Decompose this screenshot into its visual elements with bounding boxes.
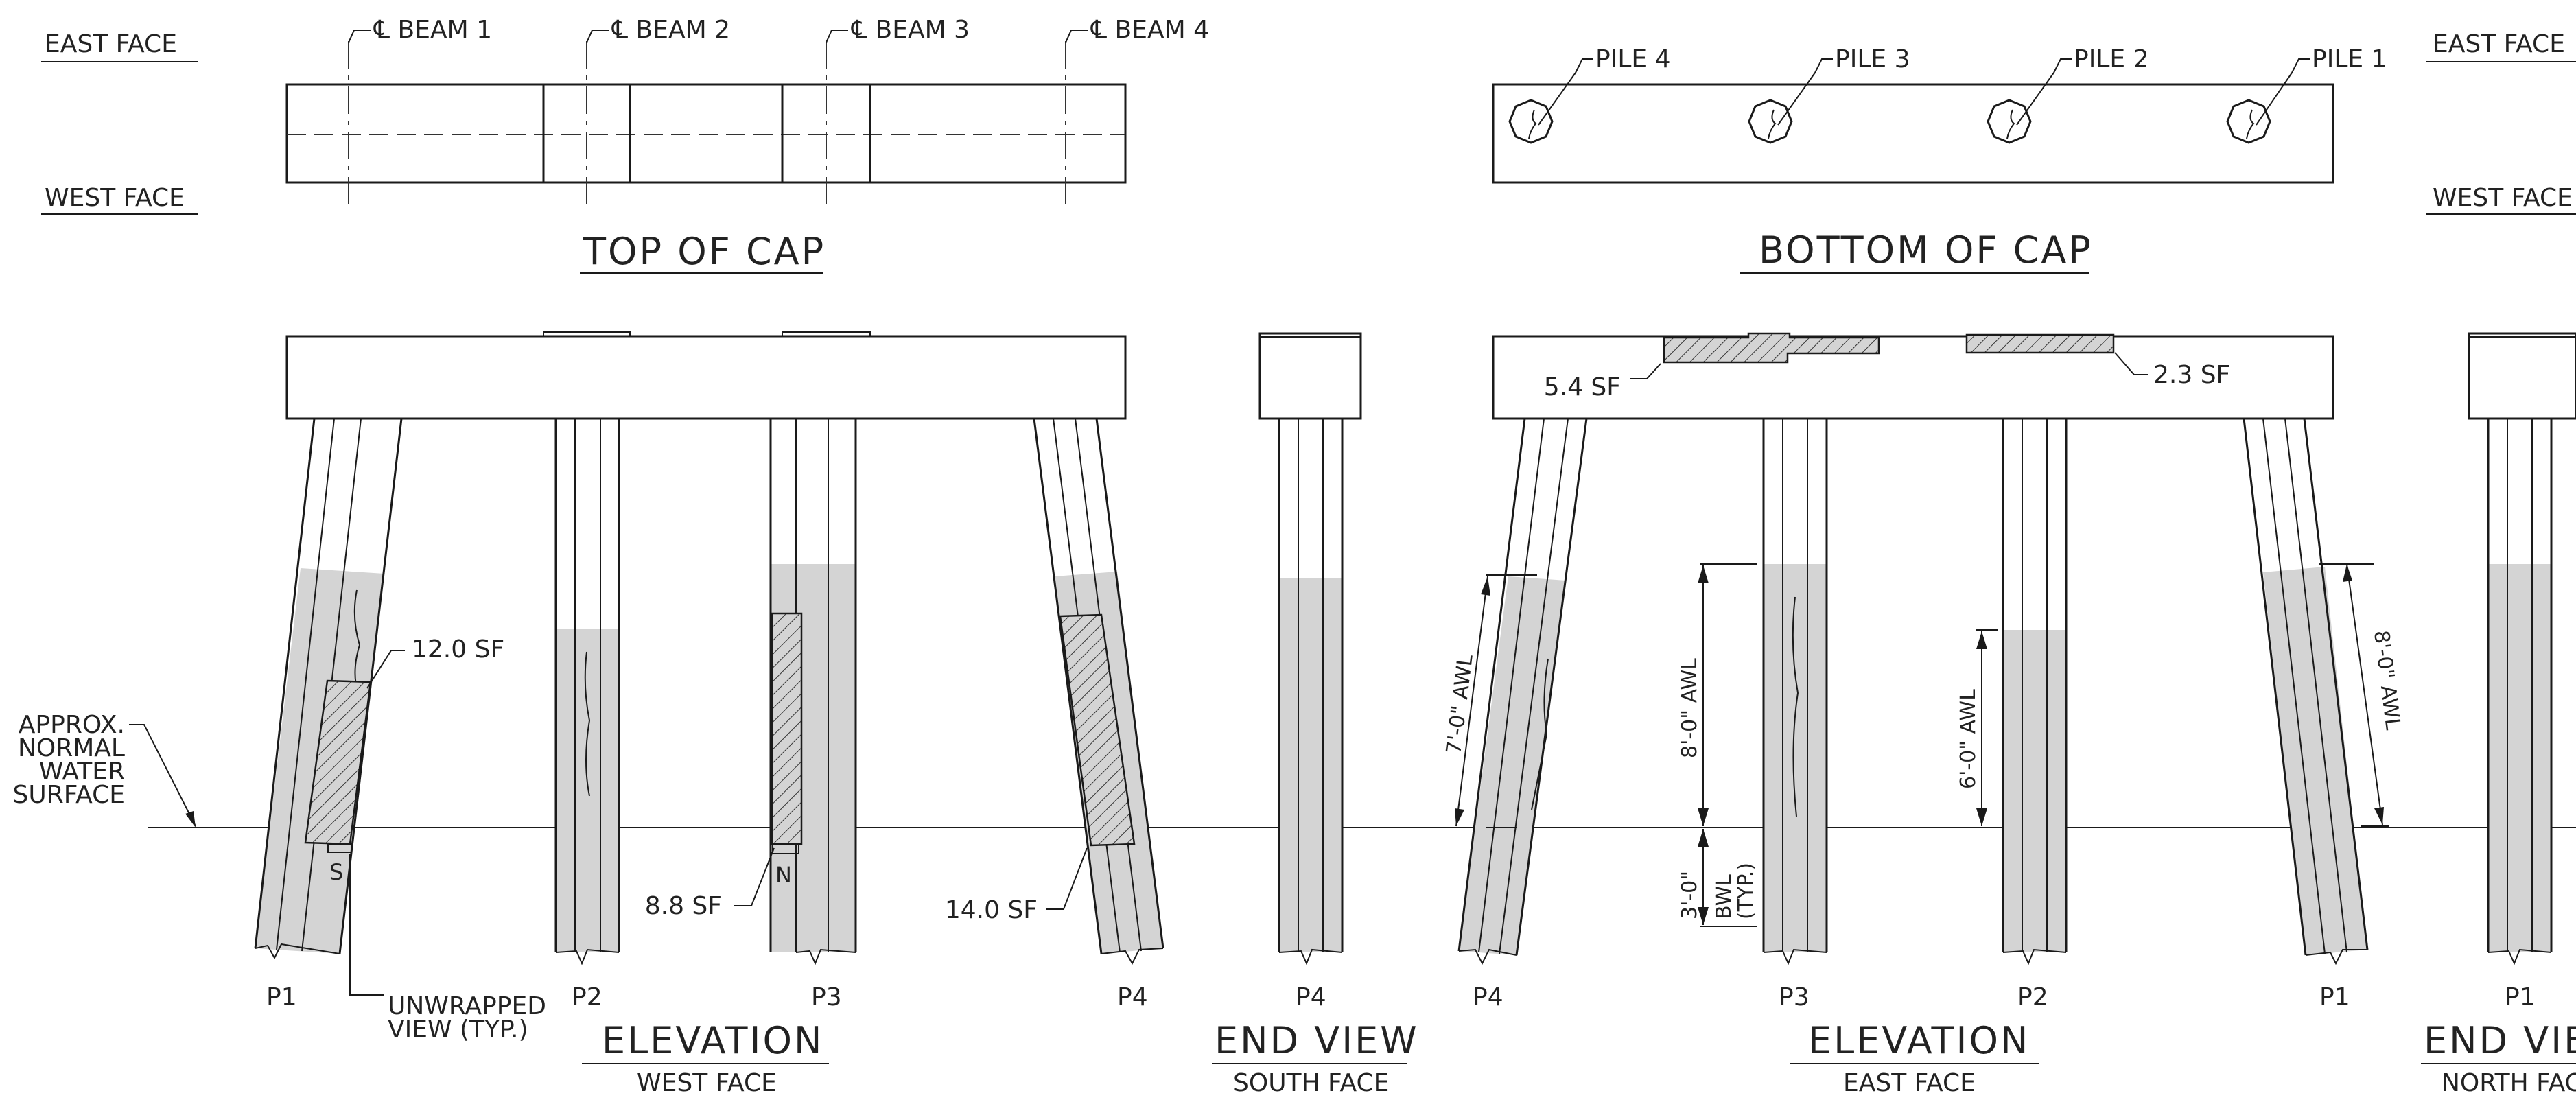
east-pile-p1: 8'-0" AWL <box>2243 418 2405 965</box>
svg-text:NORMAL: NORMAL <box>18 734 125 762</box>
west-face-label-right: WEST FACE <box>2433 184 2573 212</box>
beam-1-centerline: ℄ BEAM 1 <box>348 16 492 209</box>
east-p2-dim: 6'-0" AWL <box>1956 689 1980 789</box>
west-p1-area: 12.0 SF <box>412 635 504 664</box>
west-face-label-left: WEST FACE <box>45 184 185 212</box>
top-of-cap-title: TOP OF CAP <box>583 230 826 273</box>
pile-4-section: PILE 4 <box>1508 45 1670 144</box>
east-p4-dim-line <box>1455 576 1488 827</box>
east-label-p2: P2 <box>2017 983 2048 1011</box>
water-surface-note: APPROX. NORMAL WATER SURFACE <box>13 711 196 828</box>
east-elevation-subtitle: EAST FACE <box>1843 1069 1976 1097</box>
bwl-note-2: (TYP.) <box>1734 863 1758 919</box>
bwl-dim: 3'-0" <box>1678 871 1702 919</box>
pile-3-label: PILE 3 <box>1835 45 1910 73</box>
west-label-p3: P3 <box>811 983 842 1011</box>
east-pile-p3: 8'-0" AWL 3'-0" BWL (TYP.) <box>1678 419 1828 965</box>
east-label-p4: P4 <box>1473 983 1503 1011</box>
east-cap-area-right: 2.3 SF <box>2153 361 2230 389</box>
east-cap-damage-right <box>1965 333 2115 354</box>
west-pile-p2 <box>554 419 620 965</box>
beam-1-label: ℄ BEAM 1 <box>373 16 492 44</box>
bwl-note-1: BWL <box>1712 874 1736 919</box>
west-cap <box>285 335 1127 420</box>
east-face-label-right: EAST FACE <box>2433 30 2565 58</box>
beam-4-centerline: ℄ BEAM 4 <box>1065 16 1209 209</box>
west-elevation: 12.0 SF S UNWRAPPED VIEW (TYP.) <box>254 331 1164 1097</box>
south-end-view: P4 END VIEW SOUTH FACE <box>1212 332 1419 1097</box>
top-of-cap-view: EAST FACE WEST FACE ℄ BEAM 1 ℄ BEAM 2 ℄ … <box>41 16 1209 274</box>
east-p4-dim: 7'-0" AWL <box>1442 653 1478 755</box>
pile-3-section: PILE 3 <box>1748 45 1910 144</box>
beam-2-centerline: ℄ BEAM 2 <box>586 16 730 209</box>
beam-3-label: ℄ BEAM 3 <box>851 16 970 44</box>
south-marker: S <box>329 859 343 885</box>
svg-text:WATER: WATER <box>39 758 125 786</box>
pile-2-label: PILE 2 <box>2074 45 2148 73</box>
south-end-title: END VIEW <box>1215 1019 1419 1062</box>
west-label-p1: P1 <box>266 983 297 1011</box>
north-end-title: END VIEW <box>2424 1019 2576 1062</box>
west-pile-p4: 14.0 SF <box>945 418 1164 965</box>
west-p4-damage <box>1059 613 1136 847</box>
east-face-label-left: EAST FACE <box>45 30 177 58</box>
north-end-label-p1: P1 <box>2505 983 2536 1011</box>
north-end-cap <box>2468 332 2576 420</box>
east-pile-p2: 6'-0" AWL <box>1956 419 2068 965</box>
pile-1-section: PILE 1 <box>2226 45 2387 144</box>
west-label-p2: P2 <box>572 983 602 1011</box>
pile-4-label: PILE 4 <box>1595 45 1670 73</box>
east-label-p3: P3 <box>1779 983 1810 1011</box>
west-p3-area: 8.8 SF <box>645 892 722 920</box>
pile-1-label: PILE 1 <box>2312 45 2387 73</box>
bottom-of-cap-title: BOTTOM OF CAP <box>1759 228 2093 272</box>
west-elevation-subtitle: WEST FACE <box>637 1069 777 1097</box>
svg-text:APPROX.: APPROX. <box>19 711 125 739</box>
east-p1-dim-line <box>2346 563 2383 825</box>
south-end-subtitle: SOUTH FACE <box>1233 1069 1389 1097</box>
bottom-of-cap-view: PILE 4 PILE 3 PILE 2 PILE 1 EAST FACE WE… <box>1492 30 2576 274</box>
west-pile-p3: N 8.8 SF <box>645 419 857 965</box>
north-marker: N <box>775 862 792 888</box>
east-label-p1: P1 <box>2319 983 2350 1011</box>
east-elevation-title: ELEVATION <box>1808 1019 2030 1062</box>
cap-bottom-outline <box>1492 83 2334 184</box>
unwrapped-note-1: UNWRAPPED <box>388 992 546 1020</box>
east-cap-damage-left <box>1663 332 1880 364</box>
south-end-cap <box>1258 332 1362 420</box>
east-p1-dim: 8'-0" AWL <box>2369 629 2405 731</box>
north-end-subtitle: NORTH FACE <box>2442 1069 2576 1097</box>
west-p3-damage <box>771 612 803 845</box>
east-p3-dim: 8'-0" AWL <box>1678 658 1702 758</box>
west-elevation-title: ELEVATION <box>602 1019 823 1062</box>
east-cap-area-left: 5.4 SF <box>1544 373 1621 401</box>
east-elevation: 5.4 SF 2.3 SF 7'-0" AWL <box>1442 332 2405 1097</box>
pile-2-section: PILE 2 <box>1987 45 2148 144</box>
north-end-view: P1 END VIEW NORTH FACE <box>2421 332 2576 1097</box>
svg-text:SURFACE: SURFACE <box>13 781 126 809</box>
east-pile-p4: 7'-0" AWL <box>1442 418 1588 965</box>
east-cap <box>1492 335 2334 420</box>
beam-4-label: ℄ BEAM 4 <box>1090 16 1209 44</box>
west-p4-area: 14.0 SF <box>945 896 1038 924</box>
west-pile-p1: 12.0 SF S UNWRAPPED VIEW (TYP.) <box>254 418 546 1044</box>
beam-2-label: ℄ BEAM 2 <box>611 16 730 44</box>
unwrapped-note-2: VIEW (TYP.) <box>388 1016 528 1044</box>
west-label-p4: P4 <box>1117 983 1148 1011</box>
cap-top-outline <box>285 83 1127 184</box>
south-end-label-p4: P4 <box>1296 983 1326 1011</box>
beam-3-centerline: ℄ BEAM 3 <box>826 16 970 209</box>
